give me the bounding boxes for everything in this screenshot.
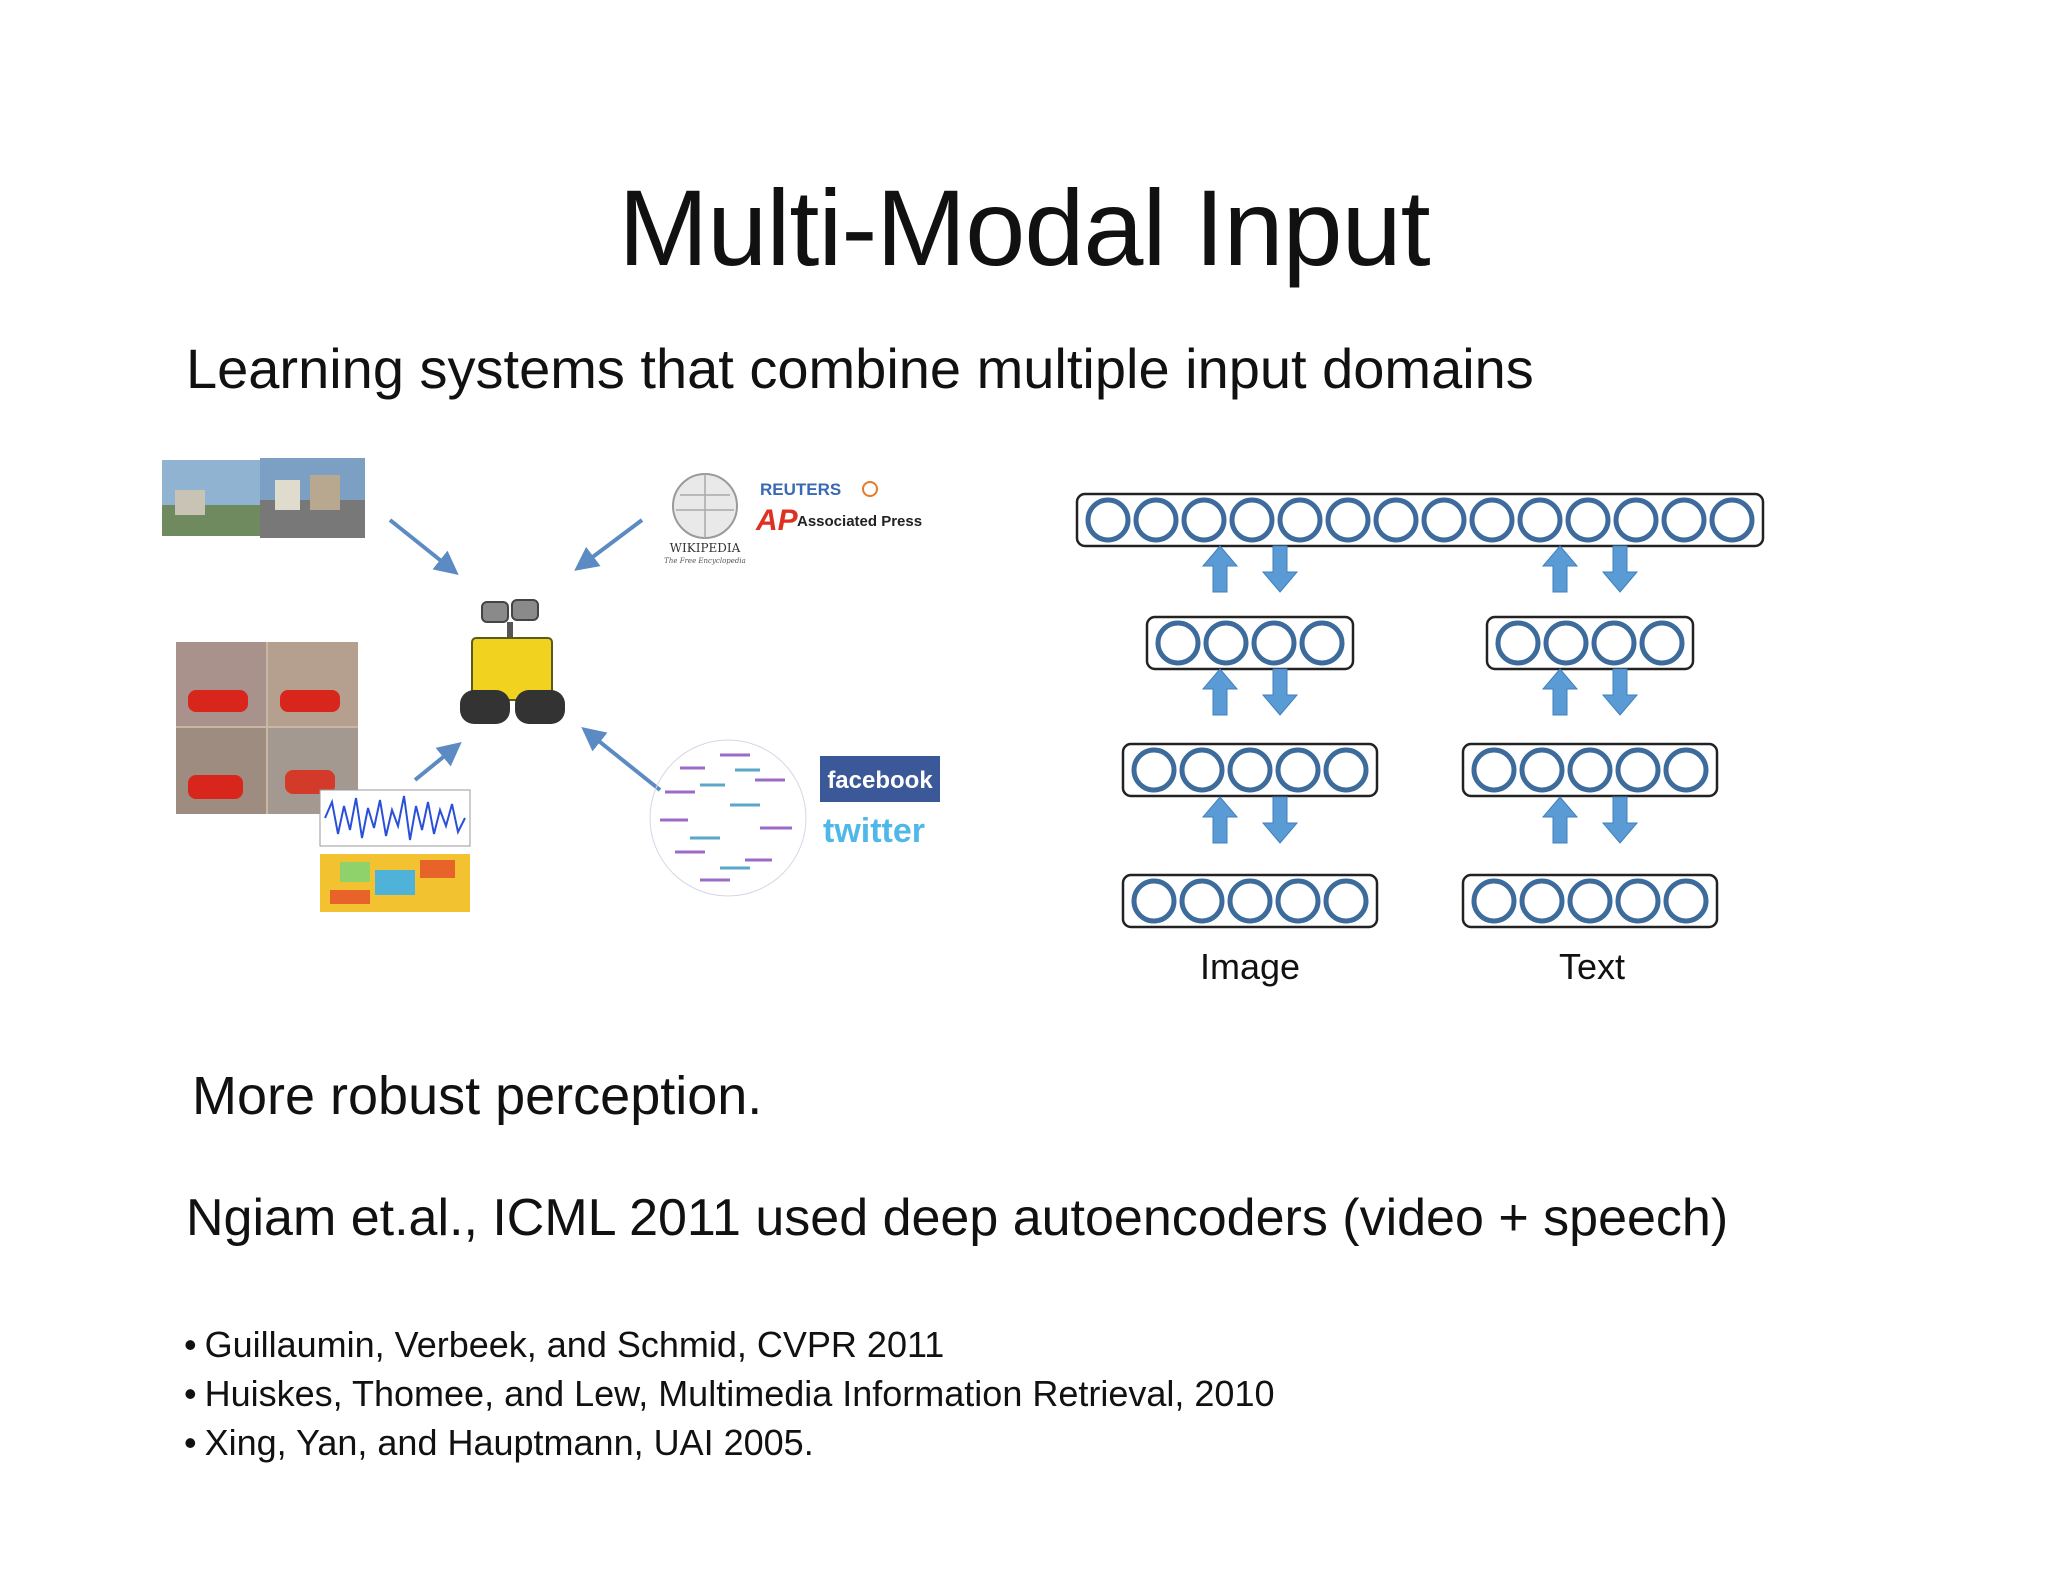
ngiam-citation: Ngiam et.al., ICML 2011 used deep autoen… — [186, 1189, 1729, 1247]
text-layer — [1461, 742, 1719, 798]
network-node — [1179, 878, 1225, 924]
network-node — [1663, 878, 1709, 924]
network-node — [1277, 497, 1323, 543]
up-arrow-icon — [1201, 668, 1239, 716]
reference-item: Guillaumin, Verbeek, and Schmid, CVPR 20… — [184, 1320, 1274, 1369]
reuters-logo: REUTERS — [760, 480, 841, 499]
multimodal-collage: WIKIPEDIA The Free Encyclopedia REUTERS … — [162, 458, 940, 912]
network-node — [1613, 497, 1659, 543]
network-node — [1543, 620, 1589, 666]
text-branch-label: Text — [1558, 946, 1626, 987]
reference-item: Xing, Yan, and Hauptmann, UAI 2005. — [184, 1418, 1274, 1467]
wikipedia-tagline: The Free Encyclopedia — [664, 557, 746, 565]
up-arrow-icon — [1541, 668, 1579, 716]
network-node — [1639, 620, 1685, 666]
down-arrow-icon — [1261, 668, 1299, 716]
network-node — [1709, 497, 1755, 543]
network-node — [1299, 620, 1345, 666]
network-node — [1251, 620, 1297, 666]
network-node — [1131, 878, 1177, 924]
network-node — [1663, 747, 1709, 793]
car-photos-icon — [176, 642, 358, 814]
robot-icon — [460, 599, 565, 724]
network-node — [1591, 620, 1637, 666]
facebook-logo-bg — [820, 756, 940, 802]
text-layer — [1485, 615, 1695, 671]
network-node — [1131, 747, 1177, 793]
text-layer — [1461, 873, 1719, 929]
reference-list: Guillaumin, Verbeek, and Schmid, CVPR 20… — [184, 1320, 1275, 1467]
down-arrow-icon — [1261, 796, 1299, 844]
image-branch-label: Image — [1199, 946, 1301, 987]
network-node — [1085, 497, 1131, 543]
network-node — [1323, 878, 1369, 924]
image-layer — [1121, 742, 1379, 798]
network-node — [1565, 497, 1611, 543]
network-node — [1519, 747, 1565, 793]
network-node — [1469, 497, 1515, 543]
network-node — [1275, 747, 1321, 793]
wikipedia-label: WIKIPEDIA — [670, 541, 741, 555]
audio-waveform-icon — [319, 789, 471, 847]
network-node — [1373, 497, 1419, 543]
network-node — [1229, 497, 1275, 543]
shared-hidden-layer — [1075, 492, 1765, 548]
network-node — [1567, 878, 1613, 924]
twitter-logo: twitter — [823, 812, 925, 850]
down-arrow-icon — [1261, 545, 1299, 593]
down-arrow-icon — [1601, 796, 1639, 844]
network-node — [1471, 878, 1517, 924]
slide-subtitle: Learning systems that combine multiple i… — [186, 337, 1534, 400]
spectrogram-icon — [320, 854, 470, 912]
network-node — [1567, 747, 1613, 793]
street-photo-icon — [162, 458, 365, 538]
network-node — [1325, 497, 1371, 543]
network-node — [1519, 878, 1565, 924]
network-node — [1275, 878, 1321, 924]
slide-title: Multi-Modal Input — [618, 167, 1430, 288]
up-arrow-icon — [1201, 796, 1239, 844]
network-node — [1517, 497, 1563, 543]
reuters-dot-icon — [862, 481, 878, 497]
facebook-logo: facebook — [827, 767, 933, 794]
social-graph-icon — [649, 739, 807, 897]
network-node — [1155, 620, 1201, 666]
ap-logo-name: Associated Press — [797, 513, 922, 530]
network-node — [1323, 747, 1369, 793]
down-arrow-icon — [1601, 668, 1639, 716]
network-node — [1133, 497, 1179, 543]
network-node — [1615, 747, 1661, 793]
up-arrow-icon — [1541, 796, 1579, 844]
up-arrow-icon — [1201, 545, 1239, 593]
up-arrow-icon — [1541, 545, 1579, 593]
image-layer — [1121, 873, 1379, 929]
image-layer — [1145, 615, 1355, 671]
wikipedia-globe-icon — [672, 473, 738, 539]
network-node — [1203, 620, 1249, 666]
network-node — [1661, 497, 1707, 543]
network-node — [1471, 747, 1517, 793]
autoencoder-network-diagram — [1075, 492, 1765, 929]
network-node — [1421, 497, 1467, 543]
ap-logo-mark: AP — [755, 504, 799, 537]
robust-perception-text: More robust perception. — [192, 1066, 763, 1126]
reference-item: Huiskes, Thomee, and Lew, Multimedia Inf… — [184, 1369, 1275, 1418]
network-node — [1615, 878, 1661, 924]
network-node — [1495, 620, 1541, 666]
network-node — [1179, 747, 1225, 793]
network-node — [1227, 747, 1273, 793]
network-node — [1227, 878, 1273, 924]
network-node — [1181, 497, 1227, 543]
down-arrow-icon — [1601, 545, 1639, 593]
